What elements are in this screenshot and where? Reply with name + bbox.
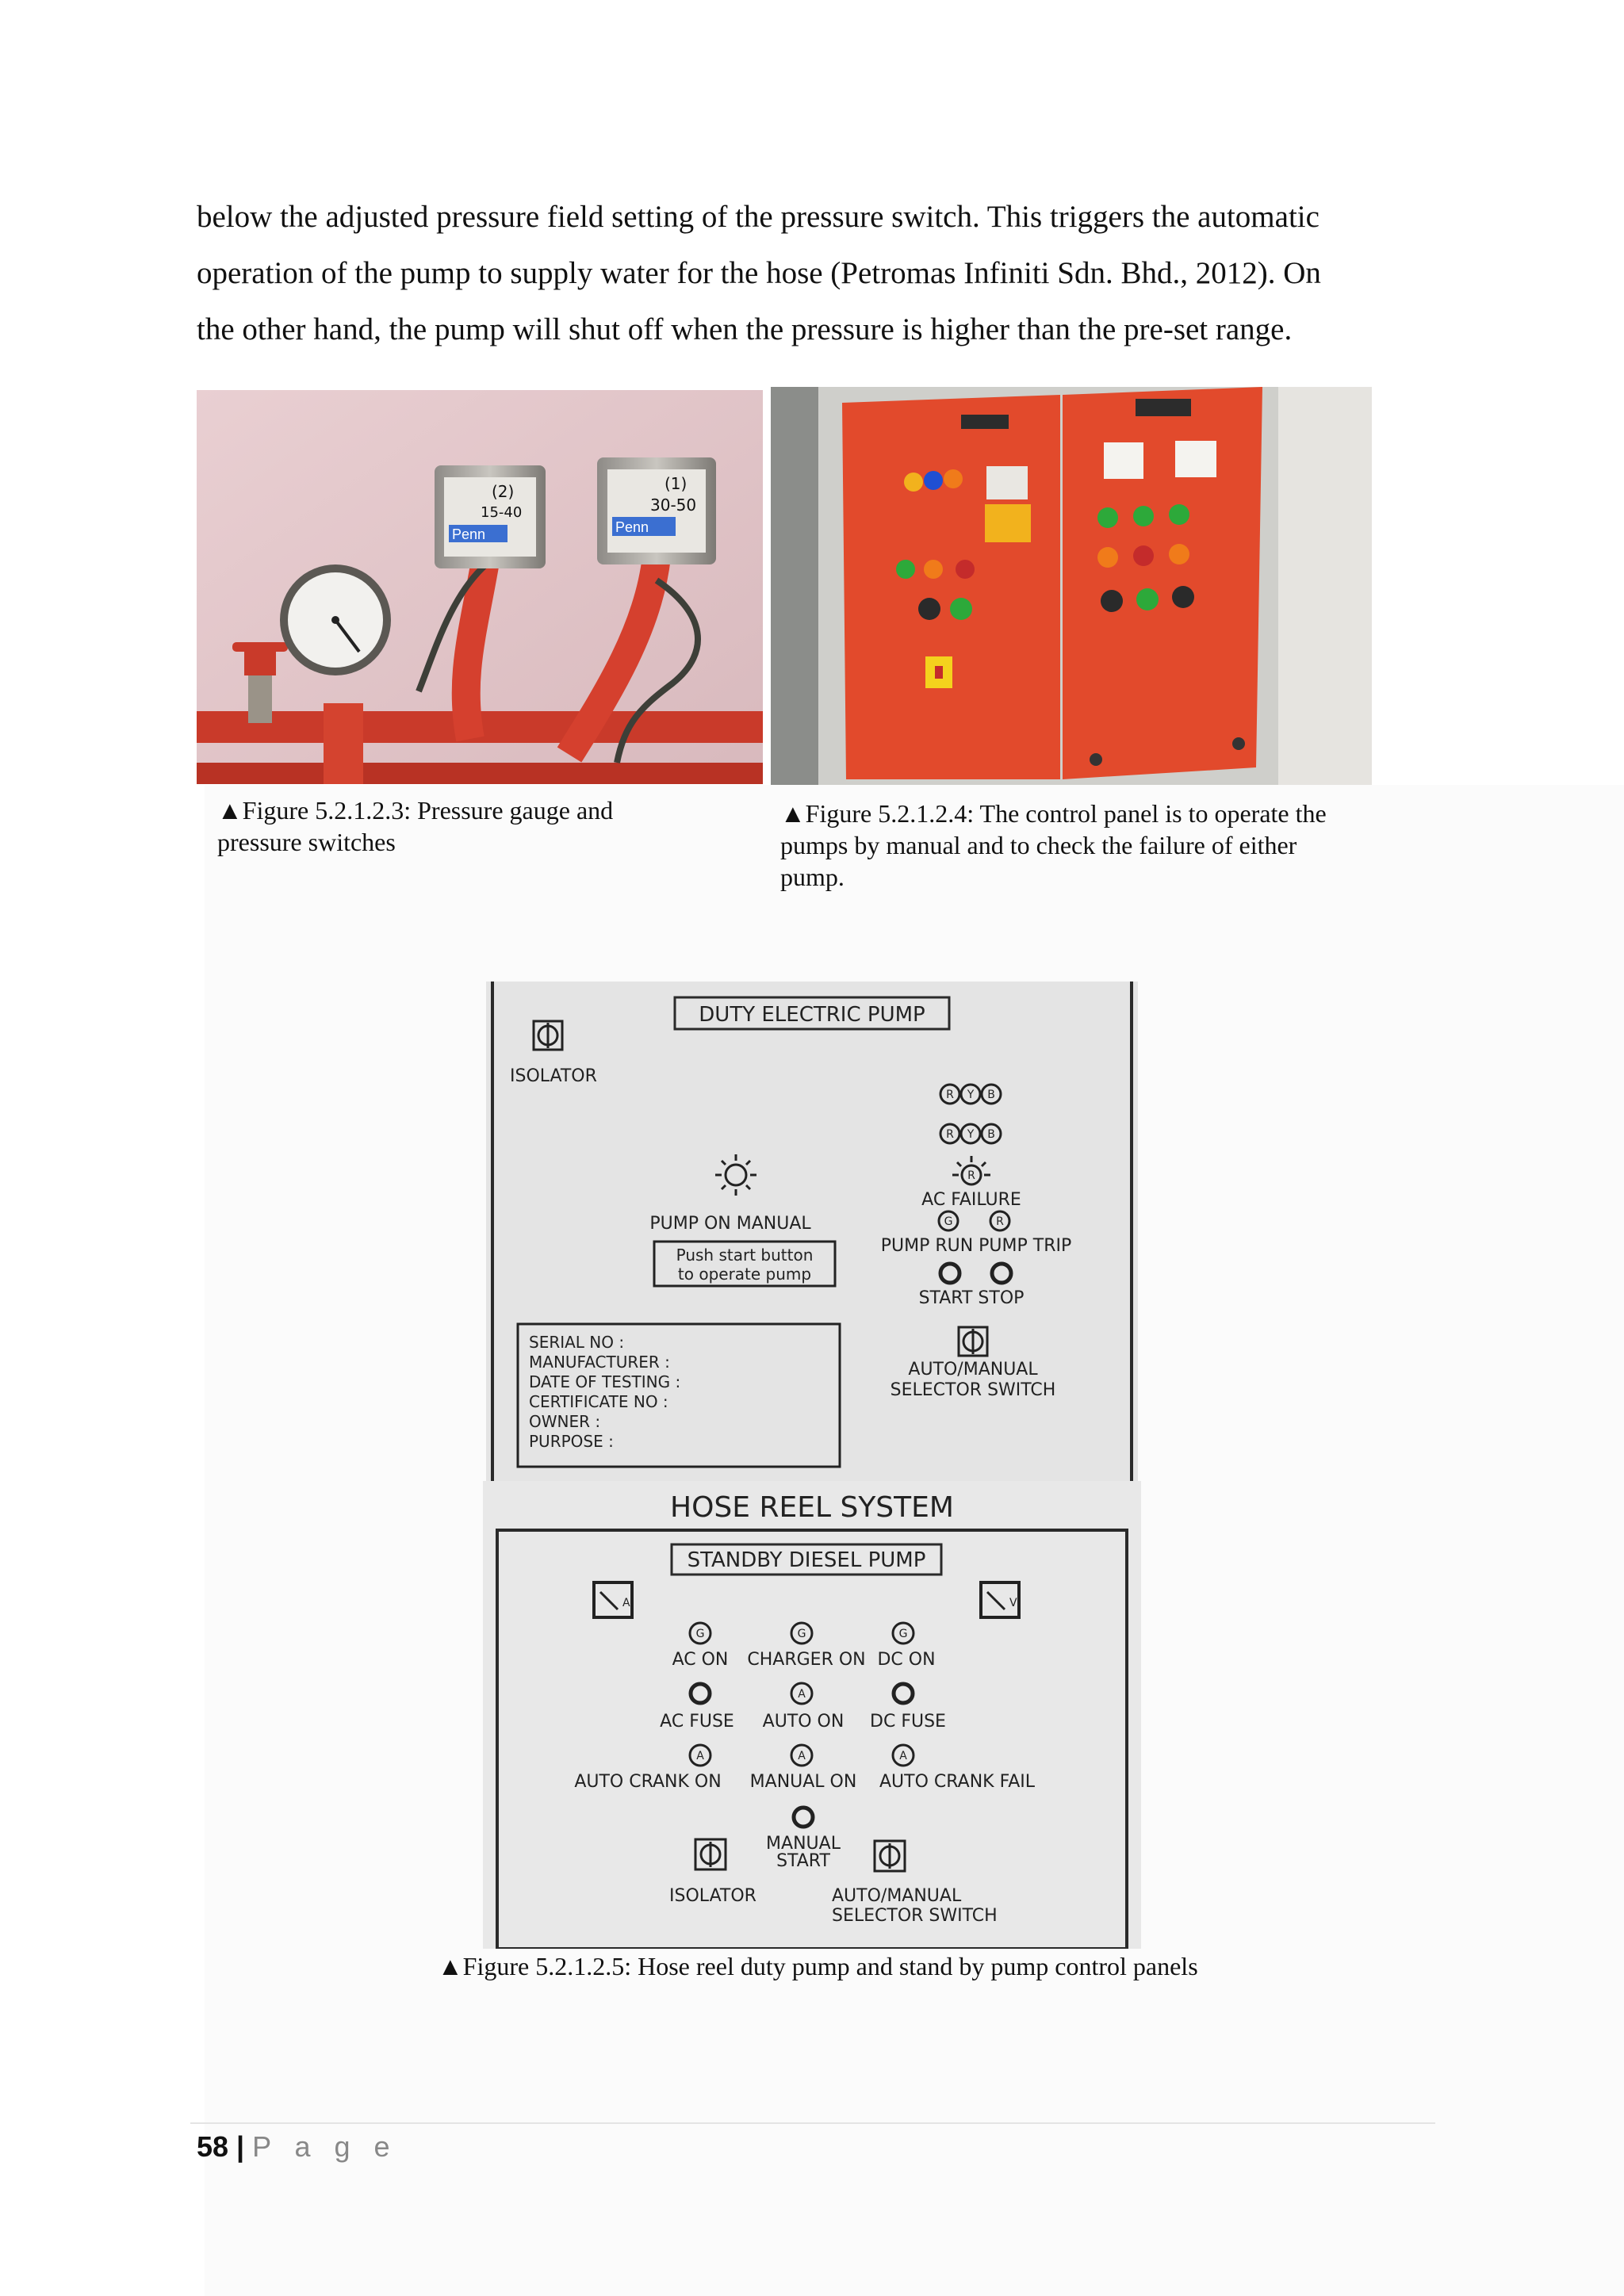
figure-5-caption: ▲Figure 5.2.1.2.5: Hose reel duty pump a…: [438, 1952, 1198, 1980]
ammeter-icon: [592, 1581, 634, 1619]
caption-line: ▲Figure 5.2.1.2.4: The control panel is …: [780, 799, 1327, 828]
ac-fuse-icon: [688, 1682, 712, 1705]
info-line: SERIAL NO :: [529, 1333, 624, 1352]
pump-run-trip-label: PUMP RUN PUMP TRIP: [881, 1236, 1072, 1256]
ac-failure-lamp-letter: R: [967, 1169, 975, 1182]
ac-fuse-label: AC FUSE: [660, 1712, 734, 1732]
ac-on-lamp: G: [696, 1628, 705, 1640]
control-panel-photo: [771, 387, 1372, 785]
charger-on-lamp: G: [798, 1628, 806, 1640]
footer-divider: [190, 2122, 1435, 2124]
pump-trip-lamp: R: [996, 1215, 1004, 1228]
selector-label: SELECTOR SWITCH: [891, 1380, 1056, 1400]
pump-on-manual-label: PUMP ON MANUAL: [649, 1214, 811, 1234]
auto-on-label: AUTO ON: [763, 1712, 845, 1732]
footer-separator: |: [236, 2130, 245, 2163]
switch2-label-a: (1): [665, 474, 687, 493]
caption-line: pumps by manual and to check the failure…: [780, 831, 1297, 859]
info-box: [516, 1322, 841, 1468]
dc-fuse-icon: [891, 1682, 915, 1705]
manual-start-label: MANUAL: [766, 1834, 841, 1854]
isolator-icon: [694, 1838, 727, 1871]
info-line: PURPOSE :: [529, 1432, 614, 1451]
switch2-brand: Penn: [615, 519, 649, 535]
manual-on-label: MANUAL ON: [750, 1772, 857, 1792]
charger-on-label: CHARGER ON: [747, 1650, 865, 1670]
switch1-label-b: 15-40: [481, 504, 522, 521]
ac-failure-label: AC FAILURE: [921, 1190, 1021, 1210]
figure-3-caption: ▲Figure 5.2.1.2.3: Pressure gauge and pr…: [217, 794, 613, 858]
dc-on-lamp: G: [899, 1628, 908, 1640]
info-line: OWNER :: [529, 1412, 600, 1431]
stop-button-icon: [990, 1261, 1013, 1285]
page-word: P a g e: [252, 2130, 398, 2163]
info-line: MANUFACTURER :: [529, 1353, 670, 1372]
selector-label: AUTO/MANUAL: [908, 1360, 1038, 1380]
hose-reel-system-title: HOSE REEL SYSTEM: [670, 1491, 954, 1524]
info-line: DATE OF TESTING :: [529, 1372, 680, 1391]
selector-switch-icon: [873, 1839, 906, 1873]
dc-on-label: DC ON: [877, 1650, 935, 1670]
standby-selector-label: AUTO/MANUAL: [832, 1886, 962, 1906]
panel2-lamps: [1097, 504, 1194, 612]
auto-crank-on-label: AUTO CRANK ON: [574, 1772, 721, 1792]
paragraph-line: the other hand, the pump will shut off w…: [197, 312, 1293, 346]
push-start-text: Push start button: [676, 1246, 814, 1265]
duty-pump-diagram: DUTY ELECTRIC PUMP ISOLATOR R Y B R Y B: [486, 982, 1138, 1481]
pump-run-lamp: G: [944, 1215, 953, 1228]
switch2-label-b: 30-50: [650, 496, 696, 515]
auto-crank-on-lamp: A: [696, 1750, 704, 1762]
lamp-y: Y: [967, 1128, 975, 1141]
start-stop-label: START STOP: [919, 1288, 1025, 1308]
page-footer: 58|P a g e: [197, 2130, 398, 2164]
lamp-sun-icon: [715, 1154, 756, 1196]
voltmeter-letter: V: [1009, 1597, 1017, 1609]
start-button-icon: [938, 1261, 962, 1285]
caption-line: pump.: [780, 863, 845, 891]
info-line: CERTIFICATE NO :: [529, 1392, 668, 1411]
lamp-y: Y: [967, 1089, 975, 1101]
selector-switch-icon: [957, 1326, 989, 1357]
ac-on-label: AC ON: [672, 1650, 729, 1670]
lamp-r: R: [946, 1128, 954, 1141]
ammeter-letter: A: [622, 1597, 630, 1609]
lamp-b: B: [987, 1089, 995, 1101]
figure-4-caption: ▲Figure 5.2.1.2.4: The control panel is …: [780, 798, 1327, 893]
manual-start-label: START: [776, 1851, 830, 1871]
isolator-icon: [532, 1020, 564, 1051]
caption-line: pressure switches: [217, 828, 396, 856]
panel1-lamps: [896, 469, 975, 620]
caption-line: ▲Figure 5.2.1.2.3: Pressure gauge and: [217, 796, 614, 825]
paragraph-line: operation of the pump to supply water fo…: [197, 256, 1321, 290]
manual-start-button-icon: [791, 1805, 815, 1829]
voltmeter-icon: [979, 1581, 1021, 1619]
paragraph-line: below the adjusted pressure field settin…: [197, 200, 1320, 234]
standby-pump-diagram: HOSE REEL SYSTEM STANDBY DIESEL PUMP A V…: [483, 1481, 1141, 1949]
page-number: 58: [197, 2130, 229, 2163]
pressure-switches-photo: Penn (2) 15-40 Penn (1) 30-50: [197, 390, 763, 784]
standby-title: STANDBY DIESEL PUMP: [688, 1548, 926, 1572]
switch1-label-a: (2): [492, 482, 514, 501]
standby-selector-label: SELECTOR SWITCH: [832, 1906, 998, 1926]
lamp-b: B: [987, 1128, 995, 1141]
auto-crank-fail-label: AUTO CRANK FAIL: [879, 1772, 1036, 1792]
switch1-brand: Penn: [452, 526, 485, 542]
push-start-text: to operate pump: [678, 1265, 811, 1284]
ac-failure-lamp-icon: [952, 1156, 990, 1186]
manual-on-lamp: A: [798, 1750, 806, 1762]
auto-on-lamp: A: [798, 1688, 806, 1701]
dc-fuse-label: DC FUSE: [870, 1712, 946, 1732]
auto-crank-fail-lamp: A: [899, 1750, 907, 1762]
duty-isolator-label: ISOLATOR: [510, 1066, 597, 1086]
standby-isolator-label: ISOLATOR: [669, 1886, 756, 1906]
lamp-r: R: [946, 1089, 954, 1101]
duty-title: DUTY ELECTRIC PUMP: [699, 1003, 925, 1027]
body-paragraph: below the adjusted pressure field settin…: [197, 189, 1418, 358]
